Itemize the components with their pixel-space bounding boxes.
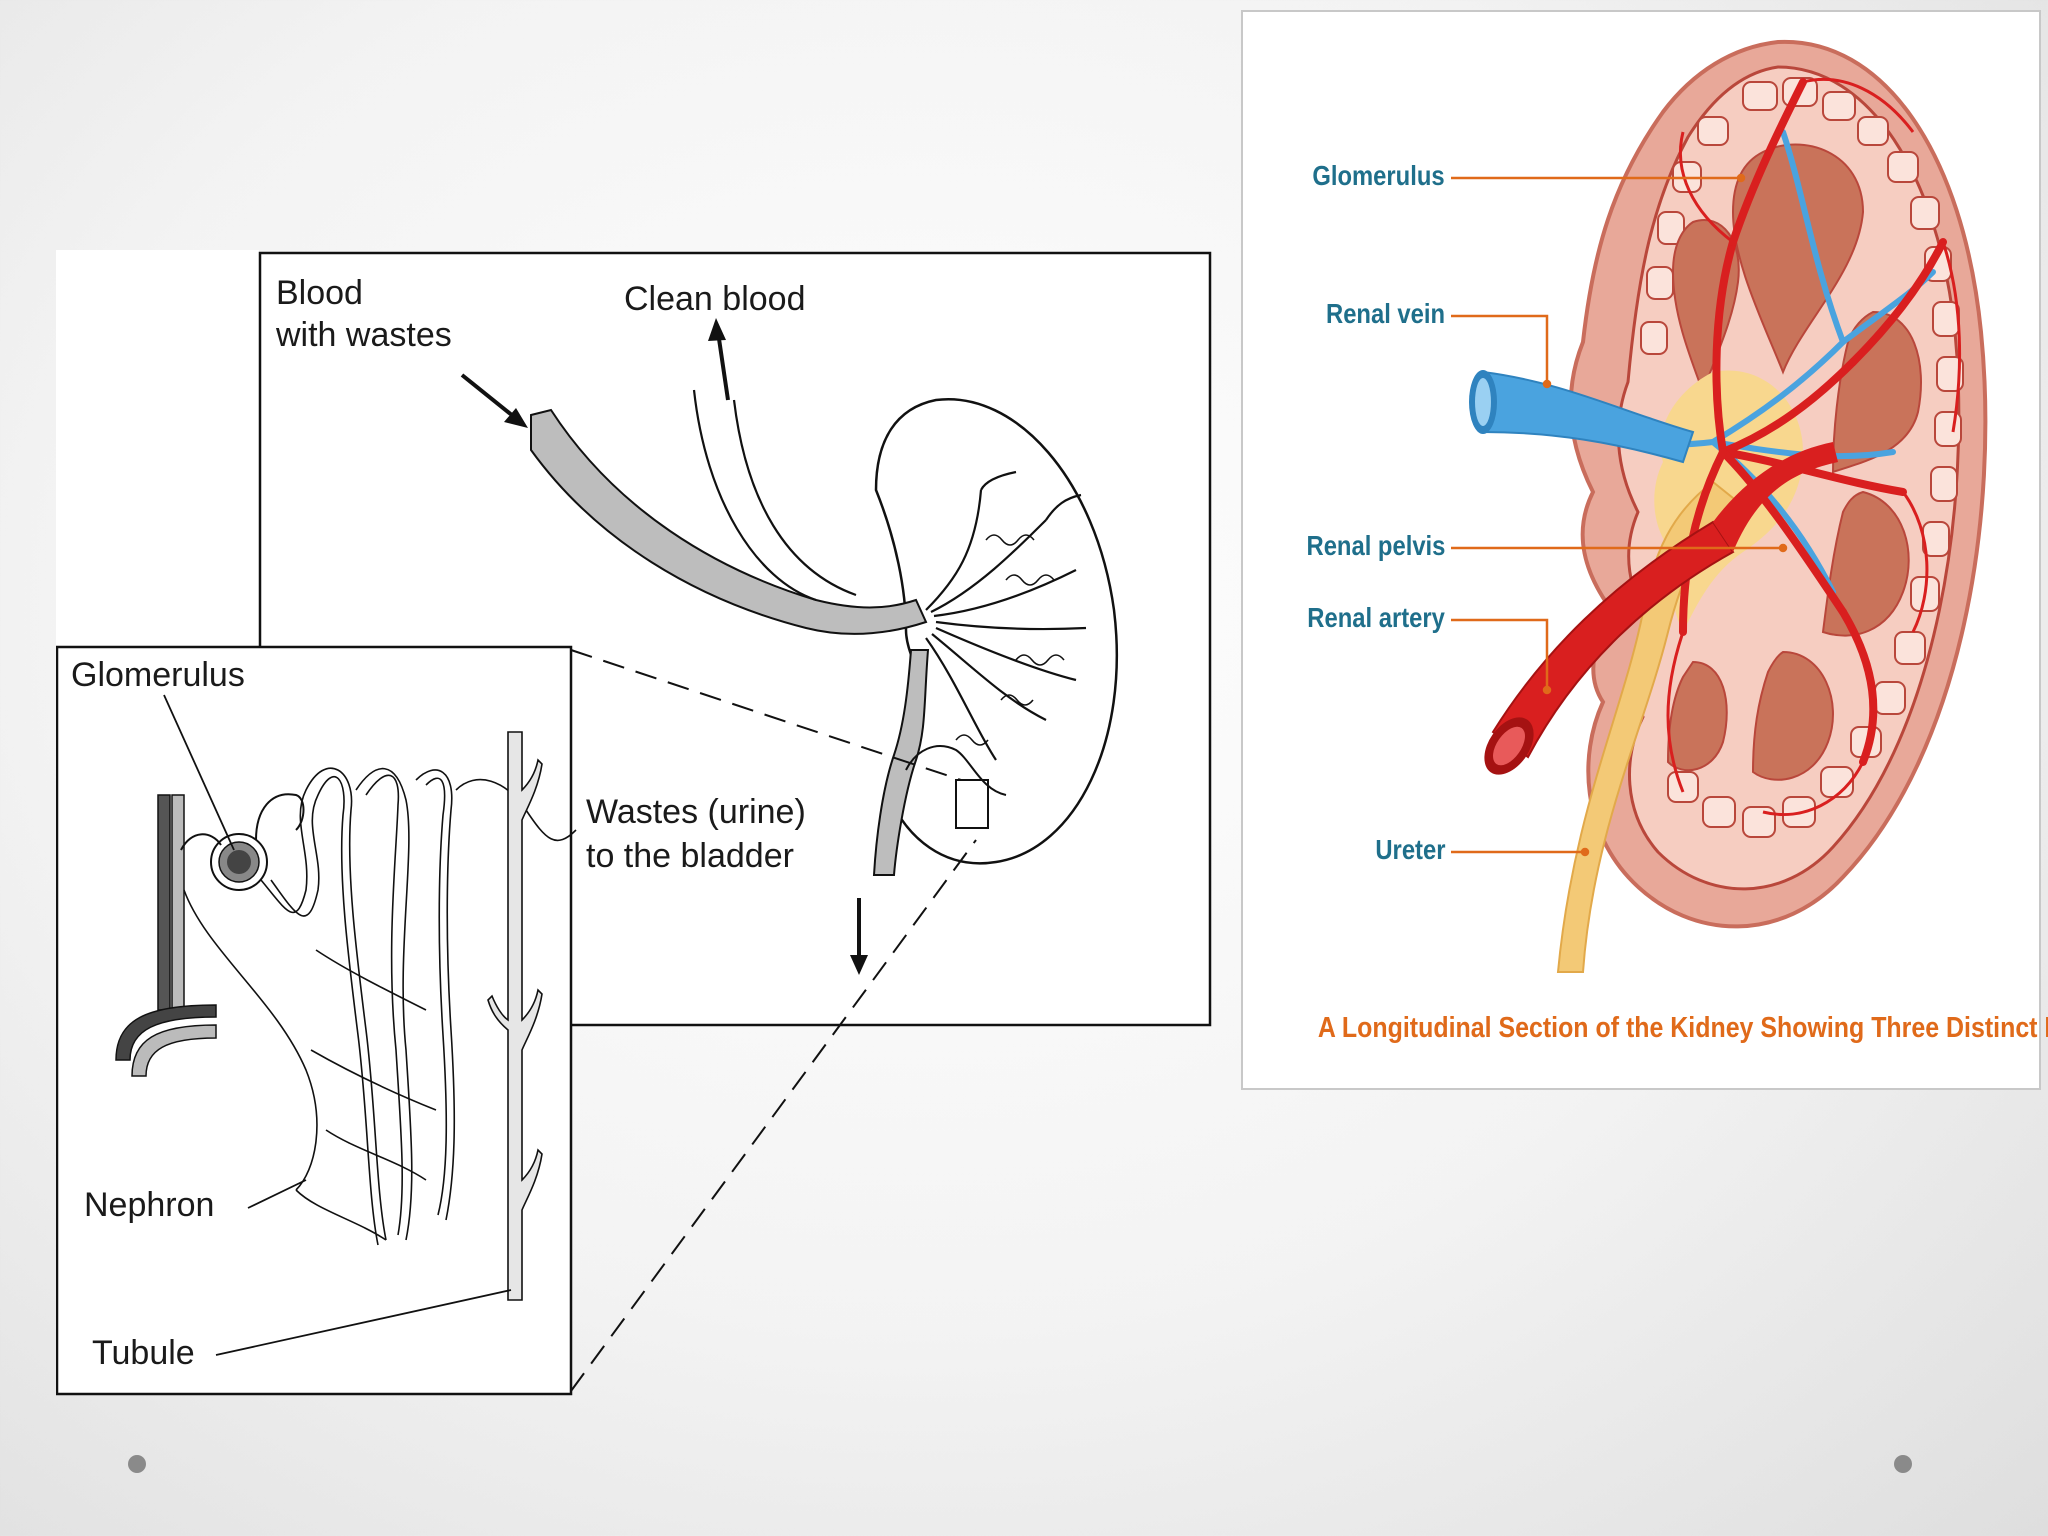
label-renal-vein: Renal vein — [1326, 298, 1445, 330]
label-renal-pelvis: Renal pelvis — [1306, 530, 1445, 562]
label-blood-with-wastes: Blood with wastes — [276, 272, 452, 356]
slide-dot-left — [128, 1455, 146, 1473]
label-tubule: Tubule — [92, 1332, 195, 1374]
label-renal-artery: Renal artery — [1307, 602, 1445, 634]
label-ureter: Ureter — [1375, 834, 1445, 866]
kidney-section-panel: Glomerulus Renal vein Renal pelvis Renal… — [1241, 10, 2041, 1090]
label-glomerulus-section: Glomerulus — [1313, 160, 1445, 192]
slide-dot-right — [1894, 1455, 1912, 1473]
label-clean-blood: Clean blood — [624, 278, 805, 320]
label-glomerulus-inset: Glomerulus — [71, 654, 245, 696]
kidney-schematic-panel: Blood with wastes Clean blood Wastes (ur… — [56, 250, 1214, 1396]
section-caption: A Longitudinal Section of the Kidney Sho… — [1318, 1012, 1968, 1045]
label-nephron: Nephron — [84, 1184, 214, 1226]
label-wastes-urine: Wastes (urine) to the bladder — [586, 790, 806, 878]
